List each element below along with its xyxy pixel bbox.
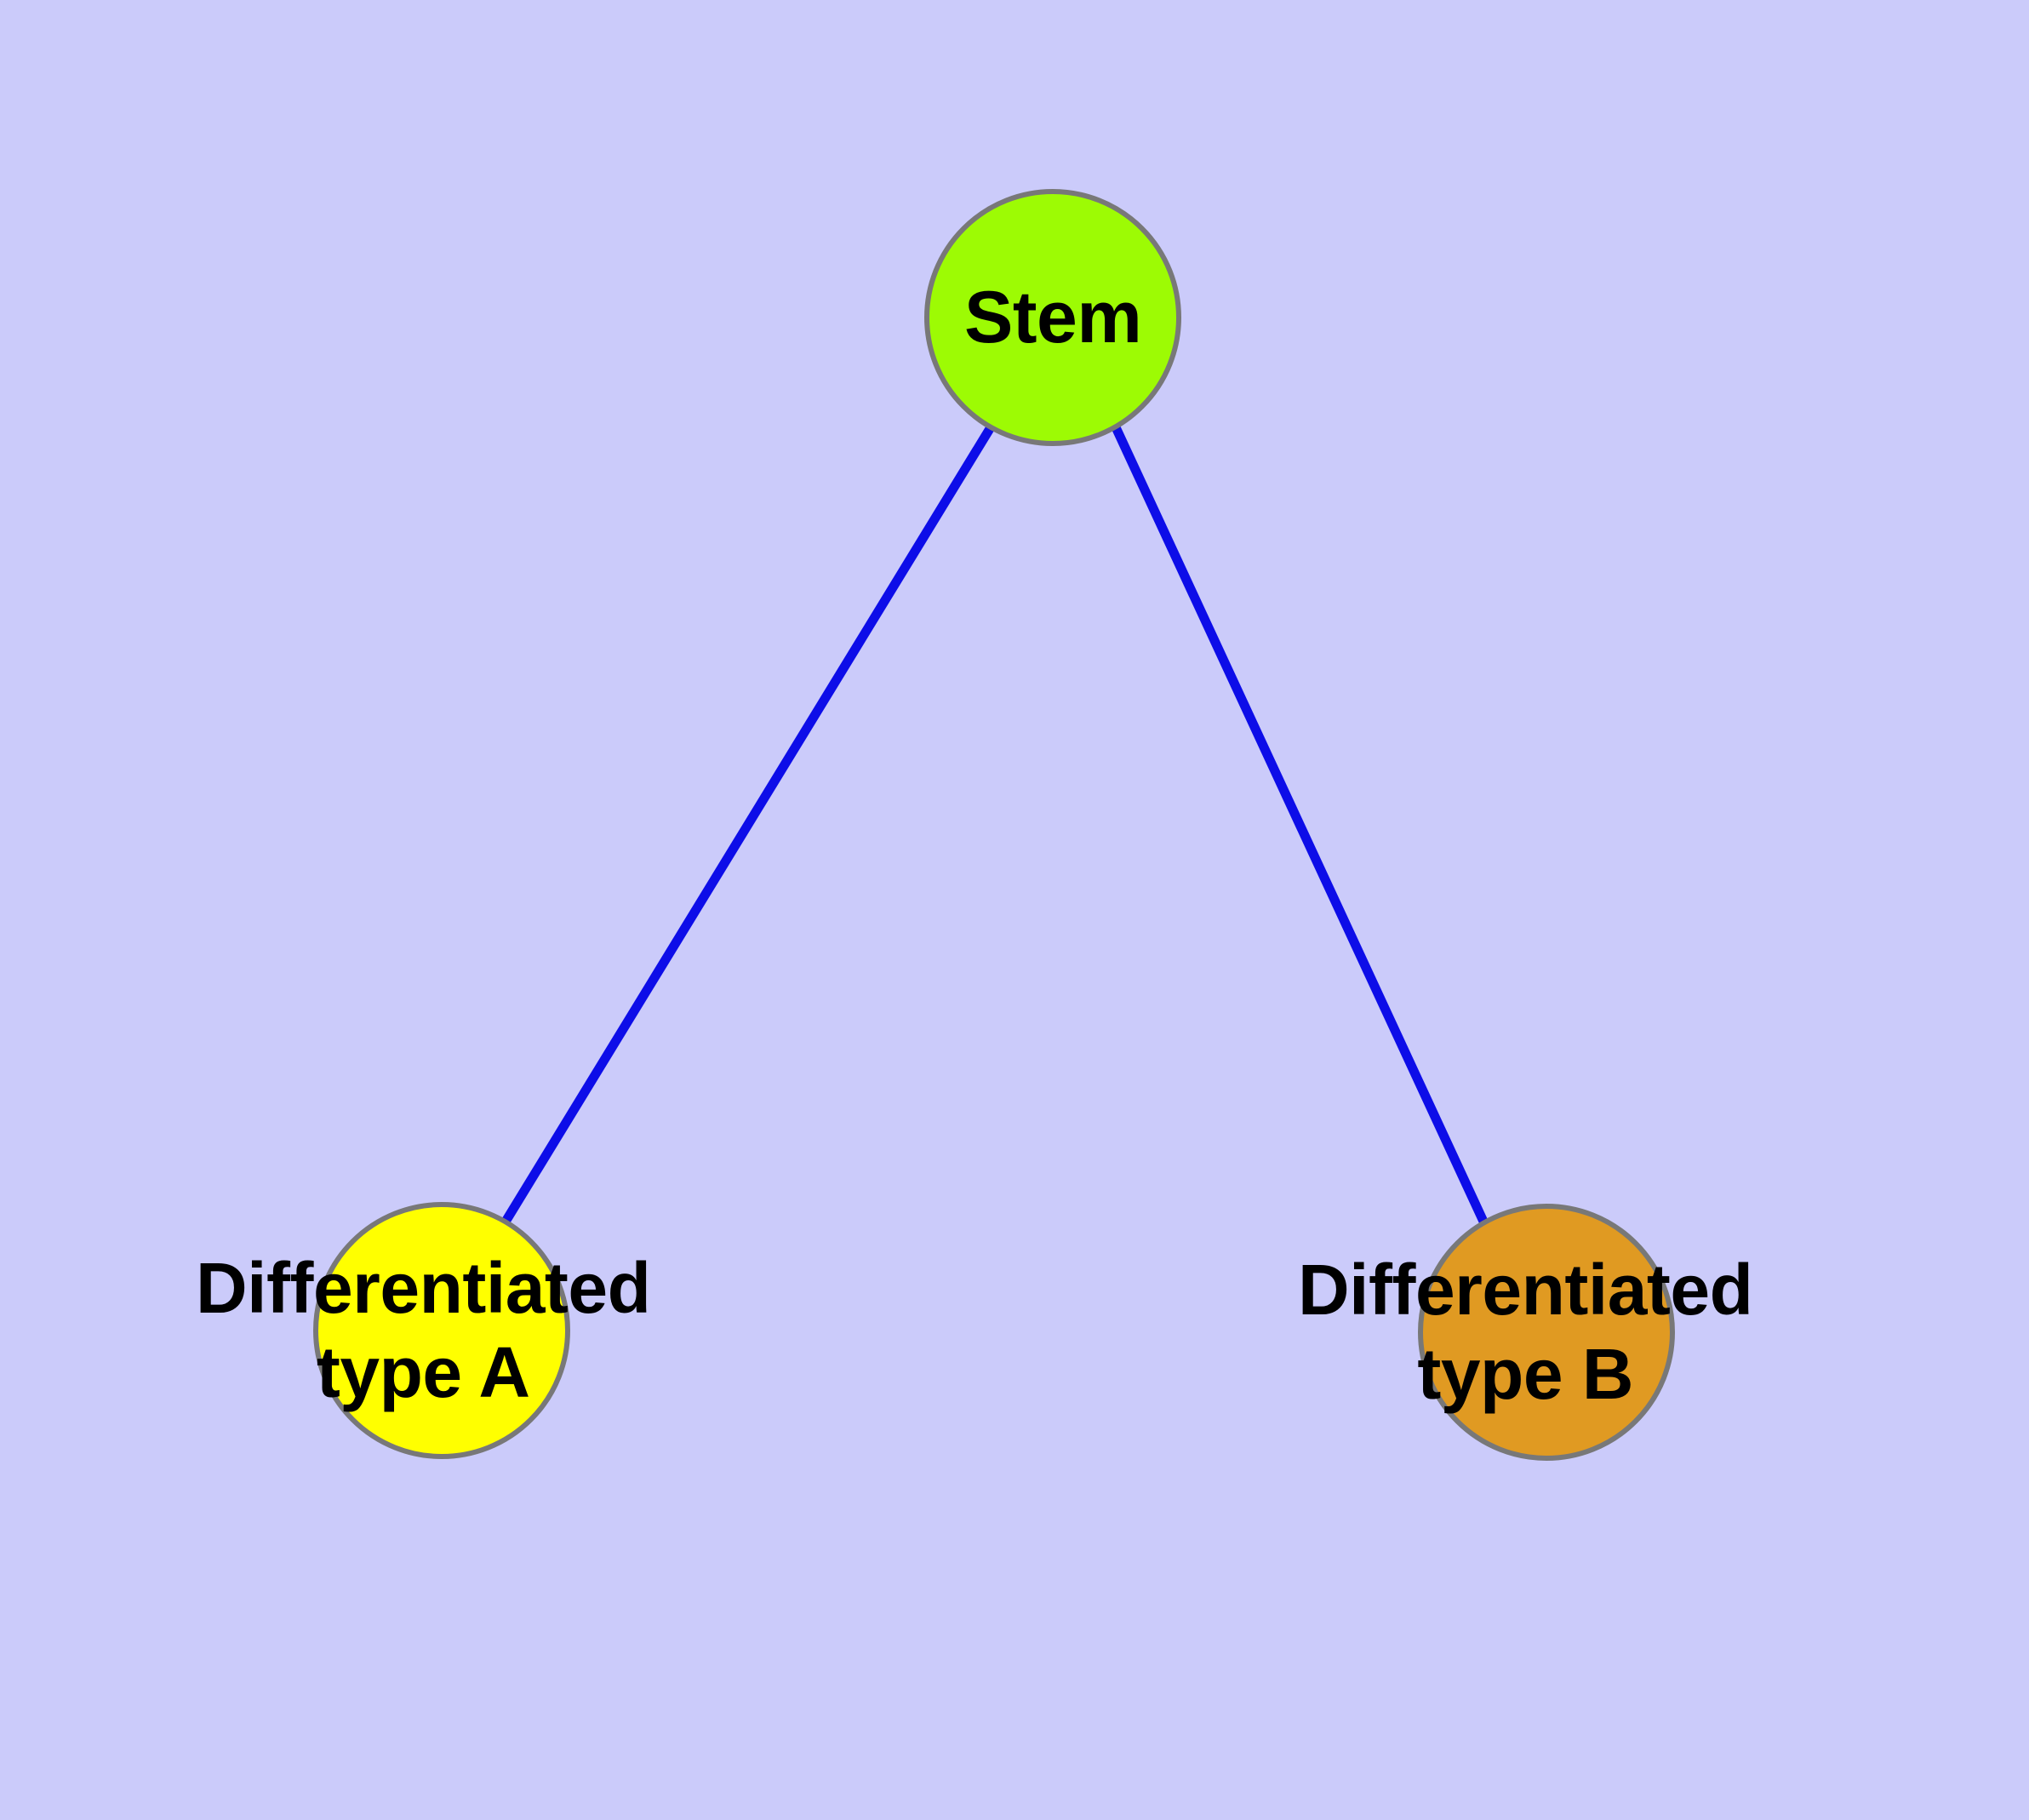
nodes-layer (313, 189, 1675, 1461)
edges-layer (501, 425, 1489, 1226)
graph-node-stem[interactable] (924, 189, 1181, 446)
graph-node-diff_b[interactable] (1418, 1204, 1675, 1461)
graph-edge-stem-to-diff-a (501, 425, 995, 1224)
graph-node-diff_a[interactable] (313, 1202, 570, 1459)
graph-edge-stem-to-diff-b (1112, 425, 1489, 1226)
